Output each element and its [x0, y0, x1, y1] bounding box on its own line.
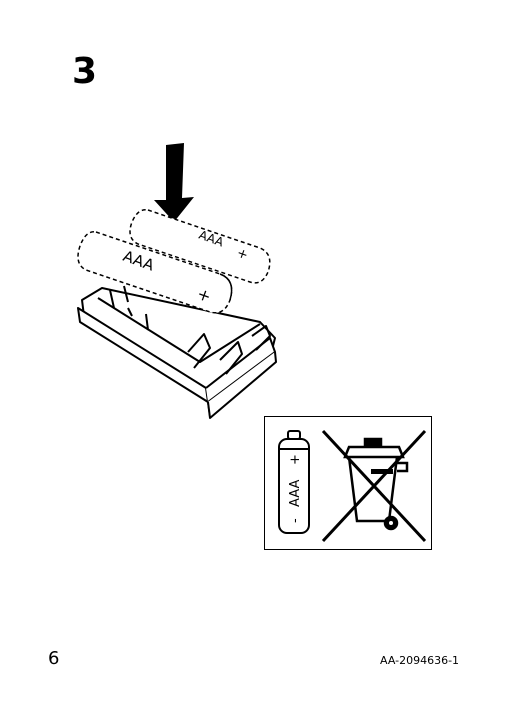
battery-plus-sign: +: [195, 284, 214, 306]
aaa-battery-icon: [278, 430, 310, 534]
crossed-out-bin-icon: [321, 429, 427, 543]
battery-disposal-notice: AAA + -: [264, 416, 432, 550]
battery-outline-front: [77, 231, 233, 314]
battery-outline-back: [129, 209, 271, 284]
disposal-battery-label: AAA: [288, 479, 303, 507]
step-number: 3: [72, 51, 98, 92]
disposal-battery-plus: +: [288, 454, 303, 465]
battery-plus-sign-back: +: [235, 246, 250, 264]
battery-holder: [77, 285, 277, 419]
disposal-battery-minus: -: [288, 518, 303, 523]
battery-installation-illustration: AAA + AAA +: [77, 143, 277, 419]
insert-arrow-icon: [154, 143, 194, 222]
page-number: 6: [48, 648, 60, 669]
document-code: AA-2094636-1: [380, 654, 460, 667]
